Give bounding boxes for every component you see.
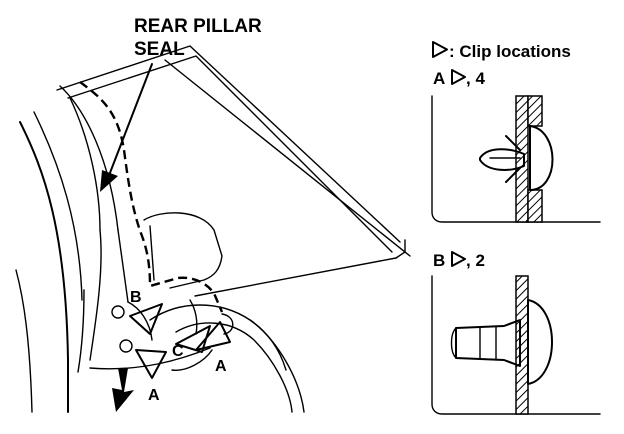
- clip-a-right-marker: [195, 321, 231, 351]
- label-leader-line: [164, 59, 411, 257]
- pull-direction-arrow: [112, 368, 134, 412]
- clip-location-triangle-icon: [432, 41, 448, 58]
- clip-label-a-bottom: A: [148, 387, 160, 404]
- detail-b-label: B: [433, 251, 445, 270]
- pointer-arrow-shaft: [107, 63, 153, 179]
- clip-label-a-right: A: [215, 358, 227, 375]
- clip-label-b: B: [130, 289, 142, 306]
- legend-title: : Clip locations: [449, 42, 571, 61]
- detail-b-illustration: [431, 275, 601, 415]
- clip-markers: [111, 303, 234, 379]
- part-name-line1: REAR PILLAR: [134, 16, 262, 37]
- detail-b-triangle-icon: [451, 251, 466, 267]
- detail-b-count: , 2: [466, 251, 485, 270]
- clip-b-hole-icon: [111, 305, 125, 319]
- clip-b-marker: [129, 303, 163, 335]
- clip-label-c: C: [172, 343, 184, 360]
- clip-a-lower-marker: [135, 349, 167, 379]
- detail-a-triangle-icon: [451, 69, 466, 85]
- rear-pillar-seal-dashed-outline: [79, 81, 224, 313]
- vehicle-body-outline: [15, 45, 406, 413]
- part-name-line2: SEAL: [134, 39, 185, 60]
- detail-a-count: , 4: [466, 69, 485, 88]
- clip-a-lower-hole-icon: [119, 339, 133, 353]
- clip-a-right-hole-icon: [221, 313, 234, 335]
- detail-a-label: A: [433, 69, 445, 88]
- detail-a-illustration: [431, 95, 601, 223]
